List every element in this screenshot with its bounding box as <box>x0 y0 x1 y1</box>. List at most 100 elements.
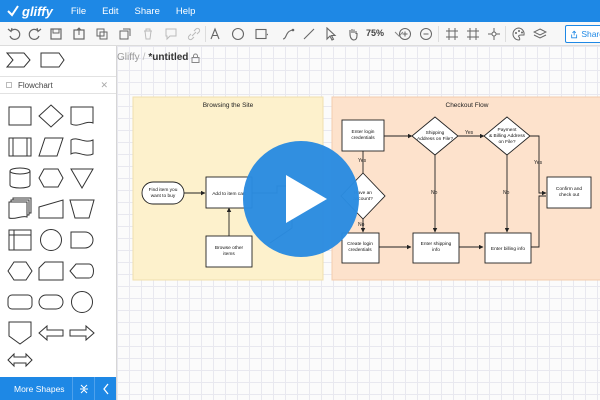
collapse-panel-icon[interactable] <box>94 377 116 400</box>
step-shape[interactable] <box>40 50 66 70</box>
chevron-shape[interactable] <box>6 50 32 70</box>
menu-edit[interactable]: Edit <box>102 5 119 17</box>
guides-icon[interactable] <box>486 26 502 42</box>
connector-icon[interactable] <box>280 26 296 42</box>
edge-label: No <box>431 190 438 196</box>
document-breadcrumb: Gliffy / *untitled <box>117 52 200 63</box>
left-arrow-shape[interactable] <box>38 321 64 345</box>
diagram-canvas[interactable]: Gliffy / *untitled Browsing the Site Che… <box>117 46 600 400</box>
play-video-button[interactable] <box>243 141 359 257</box>
right-arrow-shape[interactable] <box>69 321 95 345</box>
copy-icon[interactable] <box>94 26 110 42</box>
node-label: credentials <box>348 247 372 253</box>
circle-shape[interactable] <box>69 290 95 314</box>
edge[interactable] <box>530 195 546 248</box>
process-shape[interactable] <box>7 104 33 128</box>
node-label: on File? <box>498 139 515 145</box>
node-enter-shipping[interactable]: Enter shipping info <box>412 232 460 264</box>
node-shipping-on-file[interactable]: Shipping Address on File? <box>411 116 459 156</box>
more-shapes-button[interactable]: More Shapes <box>0 377 116 400</box>
delete-icon[interactable] <box>140 26 156 42</box>
document-shape[interactable] <box>69 104 95 128</box>
section-toggle-icon <box>6 82 12 88</box>
toolbar: 75% Share <box>0 22 600 46</box>
card-shape[interactable] <box>38 259 64 283</box>
menu-file[interactable]: File <box>70 5 87 17</box>
recent-shapes <box>0 46 116 76</box>
redo-icon[interactable] <box>27 26 43 42</box>
node-label: & Billing Address <box>489 133 526 139</box>
zoom-out-icon[interactable] <box>418 26 434 42</box>
node-enter-login[interactable]: Enter login credentials <box>341 119 385 152</box>
node-payment-on-file[interactable]: Payment & Billing Address on File? <box>483 116 531 156</box>
zoom-dropdown-icon[interactable] <box>391 26 407 42</box>
hexagon-shape[interactable] <box>7 259 33 283</box>
ellipse-icon[interactable] <box>230 26 246 42</box>
multi-document-shape[interactable] <box>7 197 33 221</box>
manual-operation-shape[interactable] <box>69 197 95 221</box>
node-create-login[interactable]: Create login credentials <box>341 232 380 264</box>
node-confirm-checkout[interactable]: Confirm and check out <box>546 176 592 209</box>
menu-share[interactable]: Share <box>134 5 160 17</box>
text-icon[interactable] <box>207 26 223 42</box>
node-label: check out <box>559 192 580 198</box>
data-shape[interactable] <box>38 135 64 159</box>
decision-shape[interactable] <box>38 104 64 128</box>
zoom-in-icon[interactable] <box>397 26 413 42</box>
database-shape[interactable] <box>7 166 33 190</box>
node-label: credentials <box>351 135 375 141</box>
node-label: Find item you <box>149 187 178 193</box>
node-start[interactable]: Find item you want to buy <box>141 181 185 205</box>
rounded-rectangle-shape[interactable] <box>7 290 33 314</box>
node-label: Shipping <box>426 130 445 136</box>
display-shape[interactable] <box>69 259 95 283</box>
node-label: Address on File? <box>417 136 453 142</box>
double-arrow-shape[interactable] <box>7 348 33 372</box>
logo-text: gliffy <box>22 3 53 19</box>
gliffy-logo[interactable]: gliffy <box>6 4 53 19</box>
grid-icon[interactable] <box>444 26 460 42</box>
node-label: Enter billing info <box>491 246 525 252</box>
zoom-level[interactable]: 75% <box>366 28 385 38</box>
select-icon[interactable] <box>323 26 339 42</box>
node-label: Add to item cart <box>212 191 246 197</box>
shape-library-panel: Flowchart ✕ More Shapes <box>0 46 117 400</box>
node-browse-other[interactable]: Browse other items <box>205 235 253 268</box>
manual-input-shape[interactable] <box>38 197 64 221</box>
delay-shape[interactable] <box>69 228 95 252</box>
rectangle-icon[interactable] <box>253 26 269 42</box>
link-icon[interactable] <box>186 26 202 42</box>
terminator-shape[interactable] <box>38 290 64 314</box>
connector-shape[interactable] <box>38 228 64 252</box>
menu-help[interactable]: Help <box>175 5 196 17</box>
predefined-process-shape[interactable] <box>7 135 33 159</box>
save-icon[interactable] <box>48 26 64 42</box>
theme-icon[interactable] <box>511 26 527 42</box>
collapse-all-icon[interactable] <box>72 377 94 400</box>
lock-icon[interactable] <box>191 53 200 63</box>
layers-icon[interactable] <box>532 26 548 42</box>
snap-icon[interactable] <box>465 26 481 42</box>
comment-icon[interactable] <box>163 26 179 42</box>
share-label: Share <box>581 29 600 39</box>
undo-icon[interactable] <box>6 26 22 42</box>
edge[interactable] <box>530 135 547 196</box>
export-icon[interactable] <box>71 26 87 42</box>
document-title[interactable]: *untitled <box>148 52 189 63</box>
share-button[interactable]: Share <box>565 25 600 43</box>
swimlane-title: Checkout Flow <box>446 102 489 109</box>
close-icon[interactable]: ✕ <box>100 80 108 90</box>
line-icon[interactable] <box>301 26 317 42</box>
breadcrumb-root[interactable]: Gliffy <box>117 52 140 63</box>
internal-storage-shape[interactable] <box>7 228 33 252</box>
preparation-shape[interactable] <box>38 166 64 190</box>
duplicate-icon[interactable] <box>117 26 133 42</box>
flowchart-section-header[interactable]: Flowchart ✕ <box>0 76 116 94</box>
share-icon <box>571 30 578 38</box>
edge-label: No <box>358 222 365 228</box>
merge-shape[interactable] <box>69 166 95 190</box>
off-page-connector-shape[interactable] <box>7 321 33 345</box>
tape-shape[interactable] <box>69 135 95 159</box>
hand-icon[interactable] <box>345 26 361 42</box>
node-enter-billing[interactable]: Enter billing info <box>484 232 532 264</box>
